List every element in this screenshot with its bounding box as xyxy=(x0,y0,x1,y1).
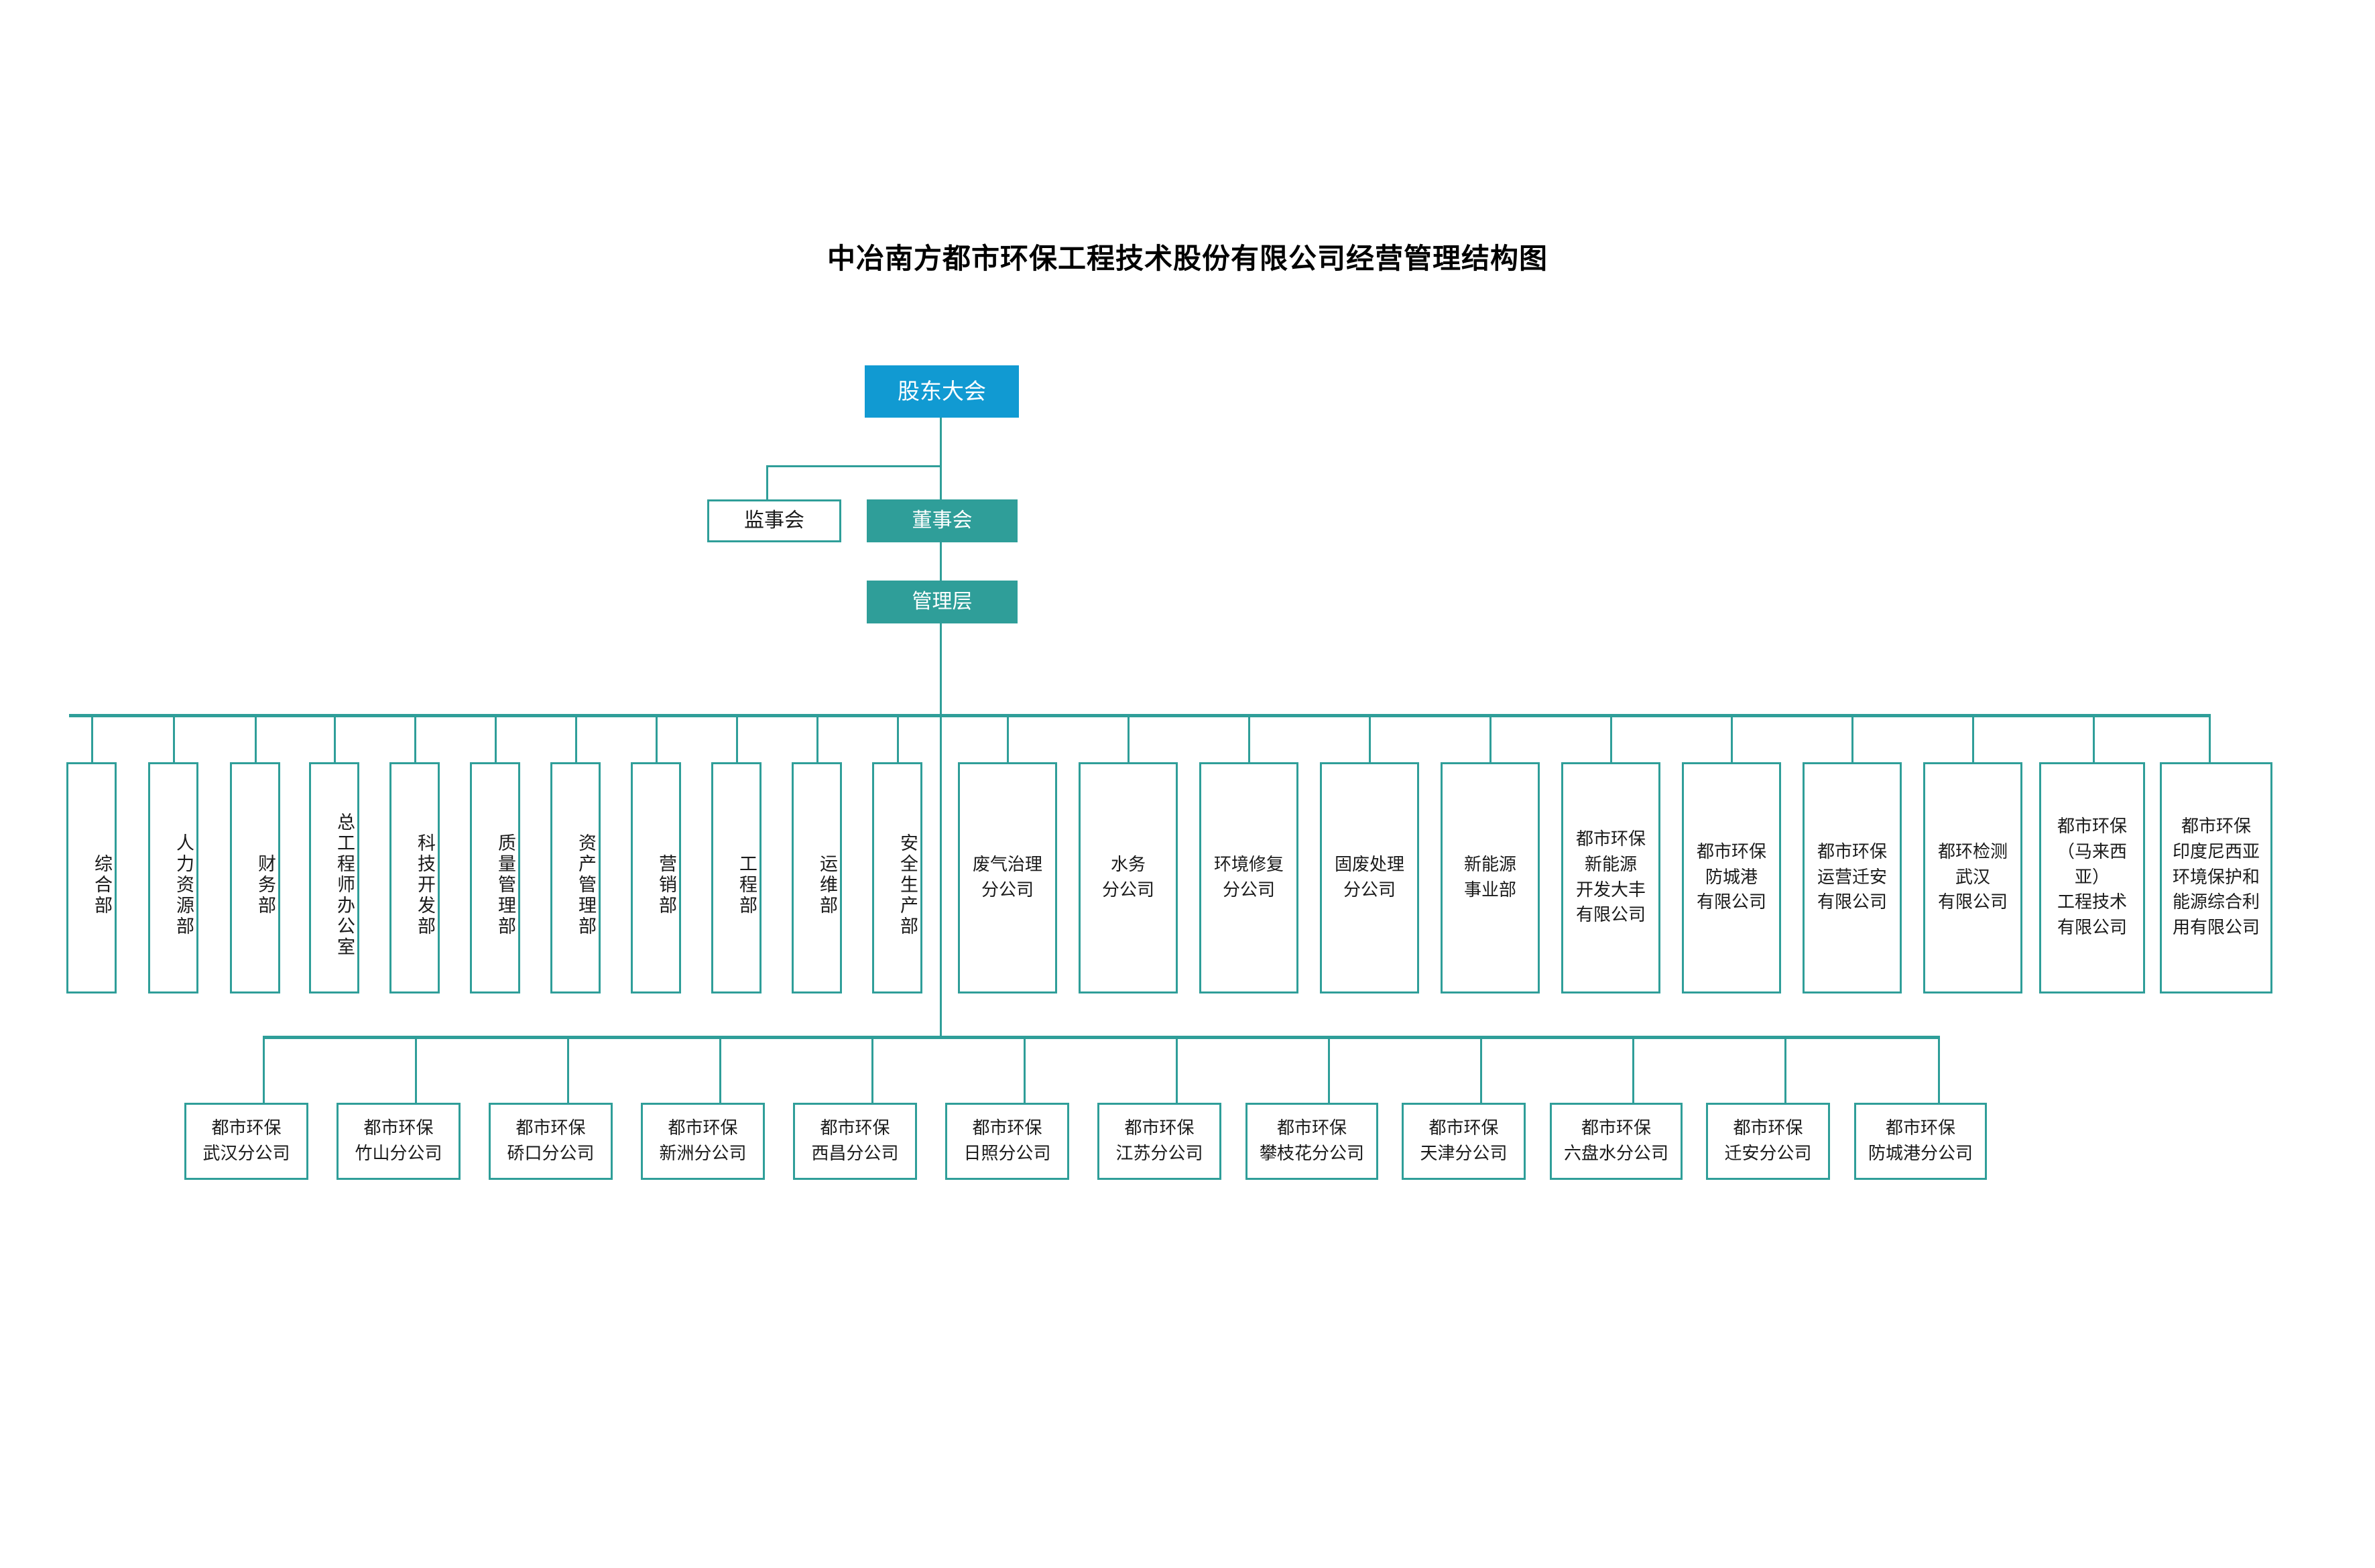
connector-drop-dept-4 xyxy=(414,714,416,762)
node-management[interactable]: 管理层 xyxy=(867,581,1018,623)
connector-board-to-management xyxy=(940,542,942,581)
connector-drop-unit-1 xyxy=(1128,714,1130,762)
node-branch-11[interactable]: 都市环保 防城港分公司 xyxy=(1854,1103,1987,1180)
connector-drop-dept-2 xyxy=(255,714,257,762)
connector-drop-branch-3 xyxy=(719,1036,721,1103)
node-branch-8[interactable]: 都市环保 天津分公司 xyxy=(1402,1103,1526,1180)
node-department-7[interactable]: 营销部 xyxy=(631,762,681,993)
connector-supervisory-drop xyxy=(766,465,768,501)
node-department-3[interactable]: 总工程师办公室 xyxy=(309,762,359,993)
node-department-2[interactable]: 财务部 xyxy=(230,762,280,993)
node-unit-3[interactable]: 固废处理 分公司 xyxy=(1320,762,1419,993)
connector-drop-branch-8 xyxy=(1480,1036,1482,1103)
connector-drop-dept-3 xyxy=(334,714,336,762)
node-branch-2[interactable]: 都市环保 硚口分公司 xyxy=(489,1103,613,1180)
connector-main-bus xyxy=(69,714,2211,717)
node-branch-9[interactable]: 都市环保 六盘水分公司 xyxy=(1550,1103,1683,1180)
node-department-4[interactable]: 科技开发部 xyxy=(389,762,440,993)
node-unit-4[interactable]: 新能源 事业部 xyxy=(1441,762,1540,993)
connector-drop-dept-6 xyxy=(575,714,577,762)
connector-drop-dept-1 xyxy=(173,714,175,762)
connector-drop-branch-2 xyxy=(567,1036,569,1103)
node-supervisory-board[interactable]: 监事会 xyxy=(707,499,841,542)
connector-drop-dept-10 xyxy=(897,714,899,762)
node-unit-10[interactable]: 都市环保 印度尼西亚 环境保护和 能源综合利 用有限公司 xyxy=(2160,762,2272,993)
connector-drop-unit-10 xyxy=(2209,714,2211,762)
node-unit-7[interactable]: 都市环保 运营迁安 有限公司 xyxy=(1803,762,1902,993)
connector-drop-unit-9 xyxy=(2093,714,2095,762)
connector-drop-branch-10 xyxy=(1784,1036,1786,1103)
connector-drop-unit-3 xyxy=(1369,714,1371,762)
node-branch-7[interactable]: 都市环保 攀枝花分公司 xyxy=(1245,1103,1378,1180)
connector-drop-unit-6 xyxy=(1731,714,1733,762)
connector-drop-dept-0 xyxy=(91,714,93,762)
connector-branch-bus xyxy=(263,1036,1940,1039)
node-department-0[interactable]: 综合部 xyxy=(66,762,117,993)
connector-drop-branch-6 xyxy=(1176,1036,1178,1103)
node-board-of-directors[interactable]: 董事会 xyxy=(867,499,1018,542)
node-branch-1[interactable]: 都市环保 竹山分公司 xyxy=(337,1103,461,1180)
connector-drop-unit-7 xyxy=(1851,714,1853,762)
node-unit-8[interactable]: 都环检测 武汉 有限公司 xyxy=(1923,762,2022,993)
node-unit-2[interactable]: 环境修复 分公司 xyxy=(1199,762,1298,993)
node-branch-4[interactable]: 都市环保 西昌分公司 xyxy=(793,1103,917,1180)
node-unit-5[interactable]: 都市环保 新能源 开发大丰 有限公司 xyxy=(1561,762,1660,993)
node-department-8[interactable]: 工程部 xyxy=(711,762,762,993)
connector-drop-unit-5 xyxy=(1610,714,1612,762)
node-department-6[interactable]: 资产管理部 xyxy=(550,762,601,993)
node-unit-9[interactable]: 都市环保 （马来西亚） 工程技术 有限公司 xyxy=(2039,762,2145,993)
node-branch-10[interactable]: 都市环保 迁安分公司 xyxy=(1706,1103,1830,1180)
connector-drop-branch-9 xyxy=(1632,1036,1634,1103)
node-department-5[interactable]: 质量管理部 xyxy=(470,762,520,993)
node-department-10[interactable]: 安全生产部 xyxy=(872,762,922,993)
node-branch-3[interactable]: 都市环保 新洲分公司 xyxy=(641,1103,765,1180)
connector-drop-branch-4 xyxy=(871,1036,873,1103)
connector-drop-dept-7 xyxy=(656,714,658,762)
connector-drop-dept-8 xyxy=(736,714,738,762)
node-unit-0[interactable]: 废气治理 分公司 xyxy=(958,762,1057,993)
connector-shareholders-stem xyxy=(940,418,942,467)
connector-drop-branch-7 xyxy=(1328,1036,1330,1103)
connector-drop-branch-1 xyxy=(415,1036,417,1103)
connector-drop-unit-0 xyxy=(1007,714,1009,762)
node-shareholders-meeting[interactable]: 股东大会 xyxy=(865,365,1019,418)
connector-drop-branch-11 xyxy=(1938,1036,1940,1103)
connector-central-spine xyxy=(940,717,942,1038)
connector-management-stem xyxy=(940,623,942,715)
connector-drop-unit-2 xyxy=(1248,714,1250,762)
node-department-9[interactable]: 运维部 xyxy=(792,762,842,993)
connector-drop-branch-5 xyxy=(1024,1036,1026,1103)
page-title: 中冶南方都市环保工程技术股份有限公司经营管理结构图 xyxy=(827,242,1548,275)
connector-supervisory-horizontal xyxy=(766,465,942,467)
node-branch-6[interactable]: 都市环保 江苏分公司 xyxy=(1097,1103,1221,1180)
connector-board-drop xyxy=(940,465,942,501)
node-department-1[interactable]: 人力资源部 xyxy=(148,762,198,993)
connector-drop-unit-4 xyxy=(1489,714,1491,762)
connector-drop-unit-8 xyxy=(1972,714,1974,762)
node-unit-6[interactable]: 都市环保 防城港 有限公司 xyxy=(1682,762,1781,993)
node-unit-1[interactable]: 水务 分公司 xyxy=(1079,762,1178,993)
connector-drop-dept-5 xyxy=(495,714,497,762)
connector-drop-dept-9 xyxy=(816,714,818,762)
node-branch-5[interactable]: 都市环保 日照分公司 xyxy=(945,1103,1069,1180)
node-branch-0[interactable]: 都市环保 武汉分公司 xyxy=(184,1103,308,1180)
connector-drop-branch-0 xyxy=(263,1036,265,1103)
